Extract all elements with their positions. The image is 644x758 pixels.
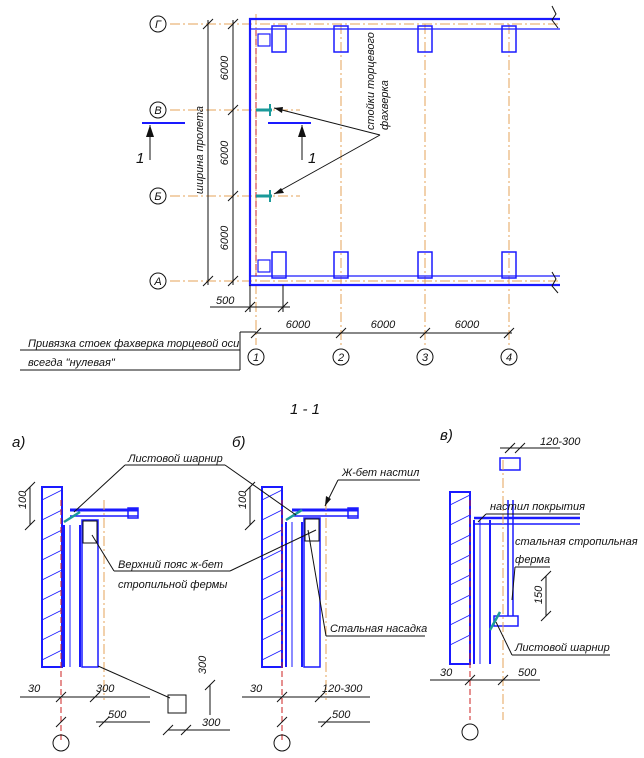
- detail-v-label: в): [440, 427, 453, 444]
- detail-a-chord-label-2: стропильной фермы: [118, 579, 227, 591]
- axis-label-1: 1: [253, 352, 259, 364]
- detail-b: б) 100 30 120-300 500 Ж-б: [224, 434, 427, 752]
- bay-dim-2: 6000: [371, 319, 396, 331]
- detail-b-dim-500: 500: [332, 709, 351, 721]
- axis-label-a: А: [153, 276, 161, 288]
- detail-v-dim-top: 120-300: [540, 436, 581, 448]
- detail-a-hinge-label: Листовой шарнир: [127, 453, 223, 465]
- bay-dim-1: 6000: [286, 319, 311, 331]
- detail-a-dim-30: 30: [28, 683, 41, 695]
- dim-6000-bot: 6000: [219, 225, 231, 250]
- detail-a-label: а): [12, 434, 25, 451]
- detail-v: в) 120-300 настил покрытия стальная стро…: [430, 427, 638, 741]
- dim-500-plan: 500: [216, 295, 235, 307]
- detail-a-dim-500: 500: [108, 709, 127, 721]
- detail-a-inset-dim-h: 300: [202, 717, 221, 729]
- span-label: ширина пролета: [194, 106, 206, 194]
- detail-b-label: б): [232, 434, 245, 451]
- note-line-1: Привязка стоек фахверка торцевой оси: [28, 338, 239, 350]
- axis-label-4: 4: [506, 352, 512, 364]
- detail-b-dim-range: 120-300: [322, 683, 363, 695]
- section-mark-left: 1: [136, 150, 144, 167]
- detail-a-dim-100: 100: [17, 490, 29, 509]
- axis-label-v: В: [154, 105, 161, 117]
- detail-v-truss-label-2: ферма: [515, 554, 550, 566]
- detail-v-dim-150: 150: [533, 585, 545, 604]
- note-line-2: всегда "нулевая": [28, 357, 116, 369]
- detail-b-steel-cap-label: Стальная насадка: [330, 623, 427, 635]
- detail-a-chord-label-1: Верхний пояс ж-бет: [118, 559, 223, 571]
- axis-label-3: 3: [422, 352, 429, 364]
- section-mark-right: 1: [308, 150, 316, 167]
- detail-b-dim-100: 100: [237, 490, 249, 509]
- detail-b-deck-label: Ж-бет настил: [341, 467, 419, 479]
- plan-view: Г В Б А 1 2 3 4 6000 6000 6000 ширина пр…: [20, 5, 560, 371]
- detail-v-dim-500: 500: [518, 667, 537, 679]
- detail-a-inset-dim-v: 300: [197, 655, 209, 674]
- posts-label-2: фахверка: [379, 80, 391, 130]
- detail-v-truss-label-1: стальная стропильная: [515, 536, 638, 548]
- dim-6000-top: 6000: [219, 55, 231, 80]
- bay-dim-3: 6000: [455, 319, 480, 331]
- dim-6000-mid: 6000: [219, 140, 231, 165]
- posts-label-1: стойки торцевого: [365, 32, 377, 130]
- section-title: 1 - 1: [290, 401, 320, 418]
- detail-v-dim-30: 30: [440, 667, 453, 679]
- detail-a-dim-300: 300: [96, 683, 115, 695]
- axis-label-b: Б: [154, 191, 161, 203]
- axis-label-2: 2: [337, 352, 344, 364]
- detail-v-hinge-label: Листовой шарнир: [514, 642, 610, 654]
- detail-a: а) 100 30 300: [12, 434, 230, 752]
- axis-label-g: Г: [155, 19, 162, 31]
- detail-b-dim-30: 30: [250, 683, 263, 695]
- detail-v-deck-label: настил покрытия: [490, 501, 585, 513]
